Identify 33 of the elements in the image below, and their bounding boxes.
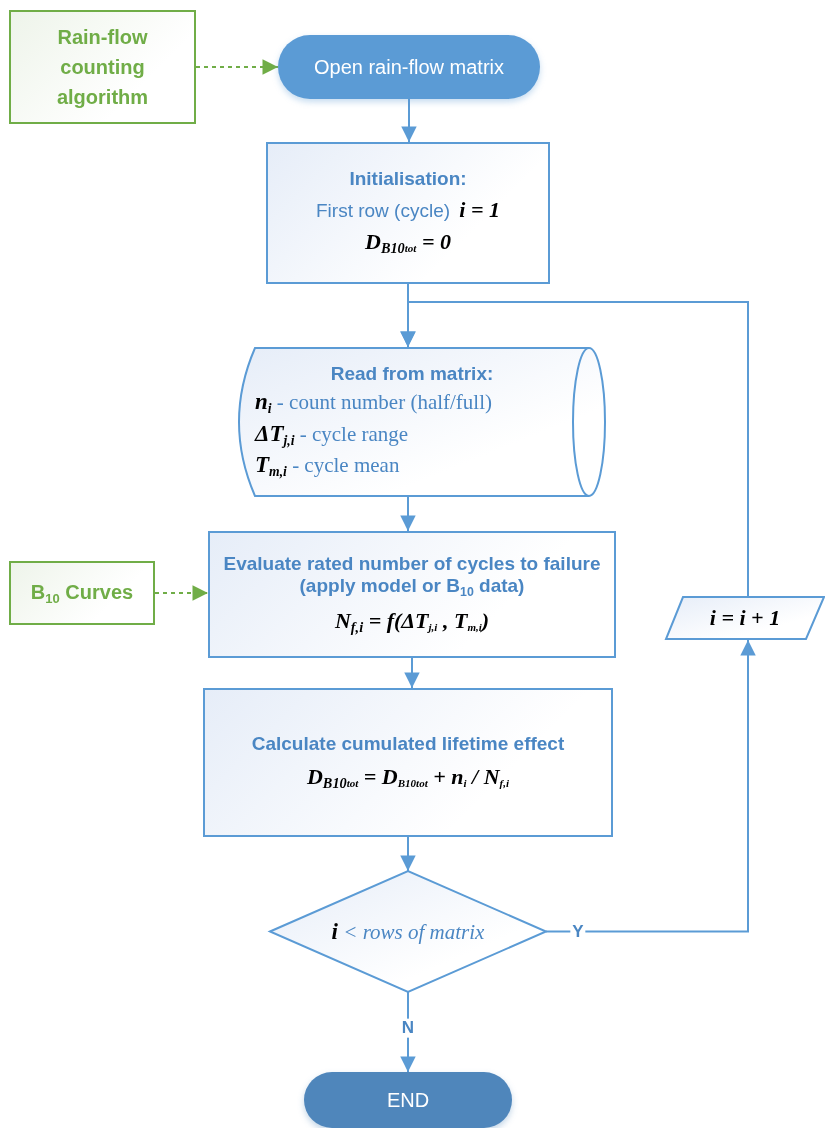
arrow xyxy=(400,991,416,1073)
arrow xyxy=(545,639,756,933)
input-box xyxy=(9,561,155,625)
node-text: END xyxy=(386,1088,430,1112)
node-text: Rain-flow counting algorithm xyxy=(55,25,150,110)
start-terminal xyxy=(278,35,540,99)
formula-text: D$_{B10}$$_{tot}$ = D$_{B10}$$_{tot}$ + n$_{i}$ / N$_{f,i}$ xyxy=(306,763,510,793)
node-text: i < rows of matrix xyxy=(331,917,485,946)
dashed-arrow xyxy=(195,59,279,75)
arrow xyxy=(400,496,416,532)
arrow xyxy=(404,657,420,689)
node-text: First row (cycle) i = 1 xyxy=(316,197,500,224)
process-box xyxy=(266,142,550,284)
process-box xyxy=(203,688,613,837)
node-text: T$_{m,i}$ - cycle mean xyxy=(255,451,400,481)
box-heading: Initialisation: xyxy=(349,168,467,191)
box-heading: Calculate cumulated lifetime effect xyxy=(251,732,565,756)
formula-text: N$_{f,i}$ = f(ΔT$_{j,i}$ , T$_{m,i}$) xyxy=(334,607,490,637)
node-text: Open rain-flow matrix xyxy=(313,55,505,79)
input-box xyxy=(9,10,196,124)
node-text: ΔT$_{j,i}$ - cycle range xyxy=(255,419,409,450)
dashed-arrow xyxy=(154,585,209,601)
node-text: n$_{i}$ - count number (half/full) xyxy=(255,388,493,418)
formula-text: i = i + 1 xyxy=(709,604,781,632)
box-heading: Read from matrix: xyxy=(330,363,494,387)
arrow xyxy=(401,98,417,143)
arrow xyxy=(400,836,416,872)
formula-text: D$_{B10}$$_{tot}$ = 0 xyxy=(365,229,451,258)
process-box xyxy=(208,531,616,658)
node-text: B$_{10}$ Curves xyxy=(30,580,134,609)
arrow xyxy=(400,301,749,597)
box-heading: Evaluate rated number of cycles to failure (apply model or B$_{10}$ data) xyxy=(222,552,602,600)
end-terminal xyxy=(304,1072,512,1128)
